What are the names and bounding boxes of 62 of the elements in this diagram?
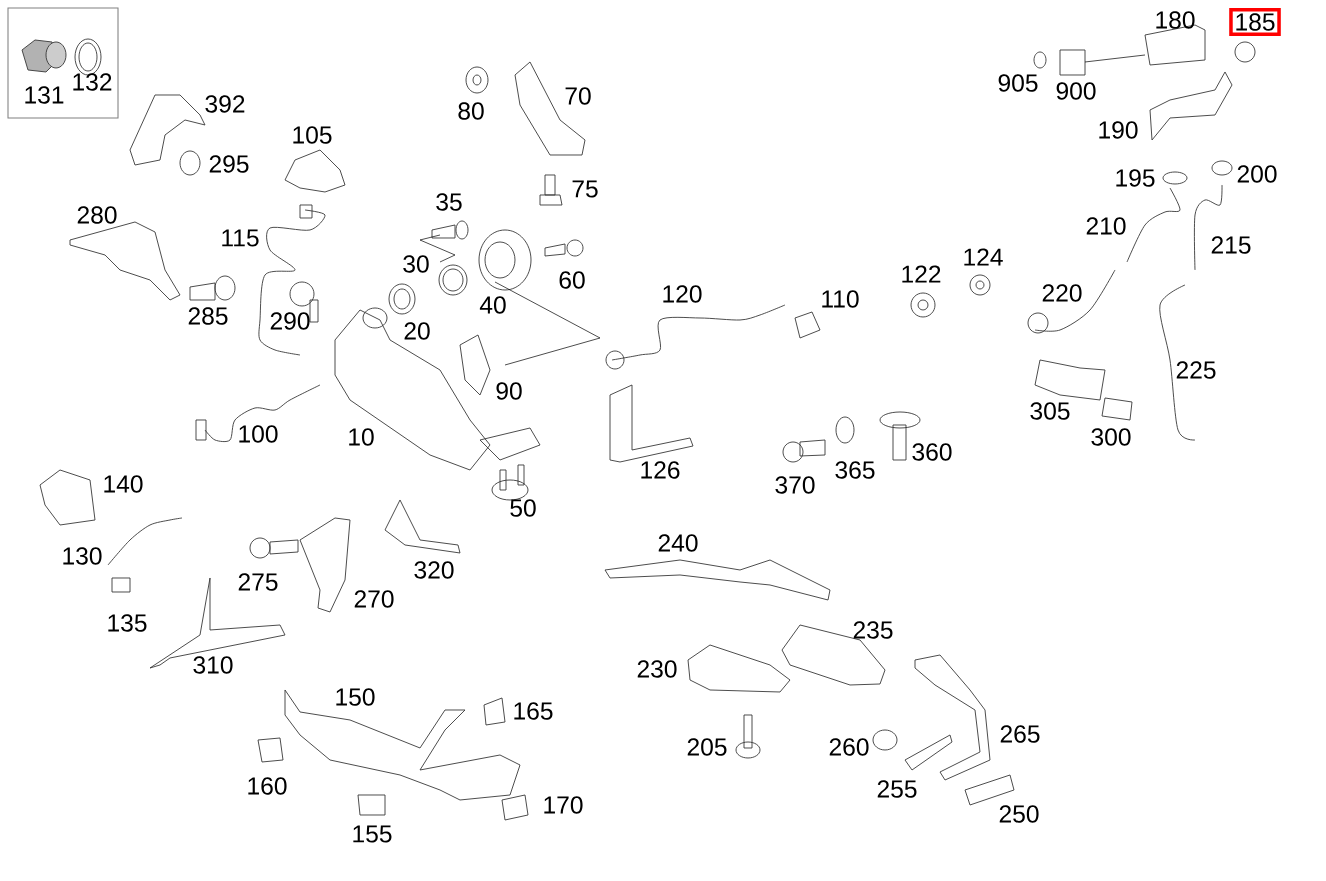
- callout-number: 115: [222, 229, 259, 247]
- callout-number: 131: [25, 86, 64, 104]
- callout-number: 240: [658, 534, 698, 552]
- callout-number: 180: [1156, 11, 1195, 29]
- callout-number: 270: [354, 590, 394, 608]
- callout-number: 50: [510, 499, 536, 517]
- callout-number: 360: [912, 443, 952, 461]
- callout-number: 124: [964, 248, 1003, 266]
- callout-number: 160: [248, 777, 287, 795]
- callout-number: 120: [663, 285, 702, 303]
- callout-number: 205: [687, 738, 727, 756]
- callout-number: 280: [77, 206, 117, 224]
- callout-number: 75: [572, 180, 598, 198]
- callout-number: 150: [336, 688, 375, 706]
- callout-number: 90: [496, 382, 522, 400]
- callout-number: 905: [998, 74, 1038, 92]
- callout-number: 122: [902, 265, 941, 283]
- callout-number: 265: [1000, 725, 1040, 743]
- callout-number: 190: [1099, 121, 1138, 139]
- callout-number: 295: [209, 155, 249, 173]
- callout-number: 392: [205, 95, 245, 113]
- callout-number: 255: [877, 780, 917, 798]
- callout-number: 170: [544, 796, 583, 814]
- callout-number: 195: [1116, 169, 1155, 187]
- callout-number: 235: [853, 621, 893, 639]
- callout-number: 100: [239, 425, 278, 443]
- callout-number: 20: [404, 322, 430, 340]
- callout-number: 250: [999, 805, 1039, 823]
- callout-number: 132: [73, 73, 112, 91]
- callout-number: 365: [835, 461, 875, 479]
- callout-number: 35: [436, 193, 462, 211]
- callout-number: 30: [403, 255, 429, 273]
- callout-number: 225: [1176, 361, 1216, 379]
- callout-number: 155: [353, 825, 392, 843]
- callout-number: 290: [270, 312, 310, 330]
- callout-number: 215: [1211, 236, 1251, 254]
- highlighted-callout-number: 185: [1229, 8, 1281, 36]
- callout-number: 110: [822, 290, 859, 308]
- callout-number: 260: [829, 738, 869, 756]
- callout-number: 310: [193, 656, 233, 674]
- callout-number: 80: [458, 102, 484, 120]
- callout-number: 140: [104, 475, 143, 493]
- callout-number: 105: [293, 126, 332, 144]
- callout-number: 130: [63, 547, 102, 565]
- callout-number: 230: [637, 660, 677, 678]
- callout-number: 300: [1091, 428, 1131, 446]
- callout-number: 220: [1042, 284, 1082, 302]
- callout-number: 305: [1030, 402, 1070, 420]
- callout-number: 285: [188, 307, 228, 325]
- callout-number: 60: [559, 271, 585, 289]
- callout-number: 135: [108, 614, 147, 632]
- callout-number: 10: [349, 428, 374, 446]
- callout-number: 900: [1056, 82, 1096, 100]
- callout-number: 210: [1086, 217, 1126, 235]
- callout-number: 275: [238, 573, 278, 591]
- callout-number: 70: [565, 87, 591, 105]
- callout-number: 40: [479, 296, 506, 314]
- callout-number: 200: [1237, 165, 1277, 183]
- callout-number: 126: [641, 461, 680, 479]
- callout-number: 370: [775, 476, 815, 494]
- callout-number: 320: [414, 561, 454, 579]
- callout-number: 165: [514, 702, 553, 720]
